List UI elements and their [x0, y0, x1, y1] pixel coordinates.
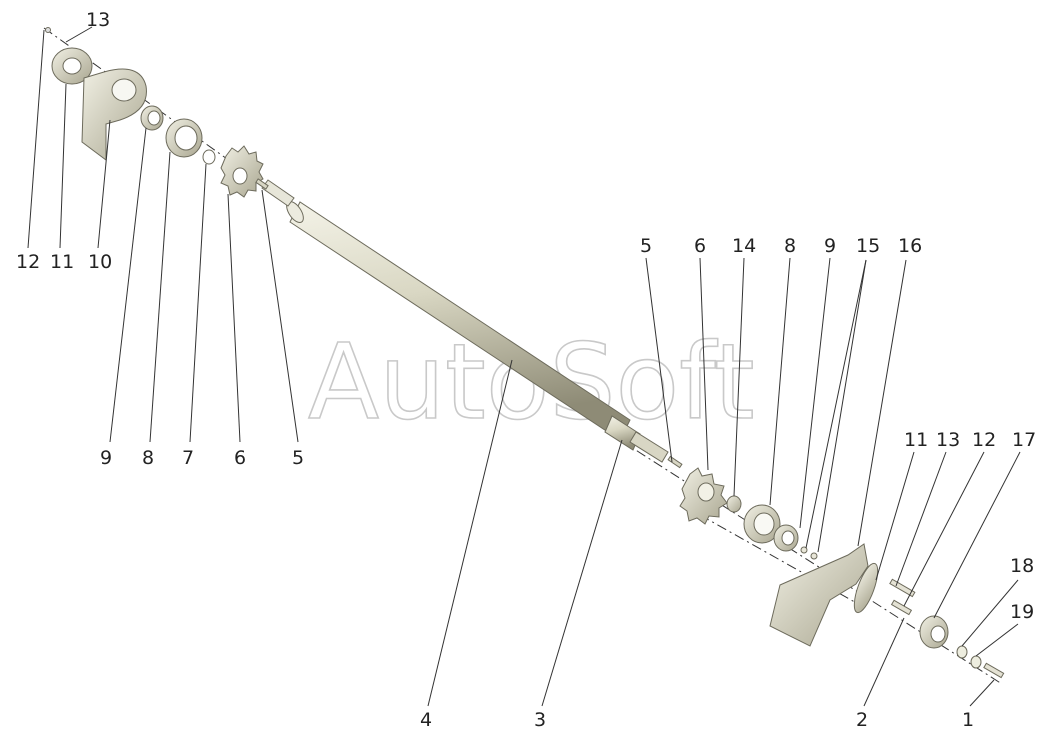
- callout-10: 10: [88, 251, 112, 273]
- callout-5-left: 5: [292, 447, 304, 469]
- callout-1: 1: [962, 709, 974, 731]
- assembly-axis: [43, 27, 1003, 685]
- callout-12-top: 12: [16, 251, 40, 273]
- callout-7: 7: [182, 447, 194, 469]
- callout-labels: 13 12 11 10 9 8 7 6 5 5 6 14 8 9 15 16 1…: [16, 9, 1036, 731]
- callout-14: 14: [732, 235, 756, 257]
- callout-18: 18: [1010, 555, 1034, 577]
- callout-6-right: 6: [694, 235, 706, 257]
- callout-2: 2: [856, 709, 868, 731]
- callout-13-right: 13: [936, 429, 960, 451]
- callout-6-left: 6: [234, 447, 246, 469]
- shaft-end: [261, 179, 669, 463]
- lower-right-parts: [667, 455, 1005, 679]
- callout-5-right: 5: [640, 235, 652, 257]
- callout-9-right: 9: [824, 235, 836, 257]
- leader-lines: [27, 26, 1021, 707]
- callout-11-right: 11: [904, 429, 928, 451]
- callout-12-right: 12: [972, 429, 996, 451]
- callout-4: 4: [420, 709, 432, 731]
- callout-16: 16: [898, 235, 922, 257]
- callout-9-left: 9: [100, 447, 112, 469]
- callout-8-left: 8: [142, 447, 154, 469]
- callout-3: 3: [534, 709, 546, 731]
- upper-left-parts: [45, 27, 269, 198]
- callout-13-top: 13: [86, 9, 110, 31]
- callout-8-right: 8: [784, 235, 796, 257]
- callout-19: 19: [1010, 601, 1034, 623]
- callout-17: 17: [1012, 429, 1036, 451]
- callout-11-top: 11: [50, 251, 74, 273]
- callout-15: 15: [856, 235, 880, 257]
